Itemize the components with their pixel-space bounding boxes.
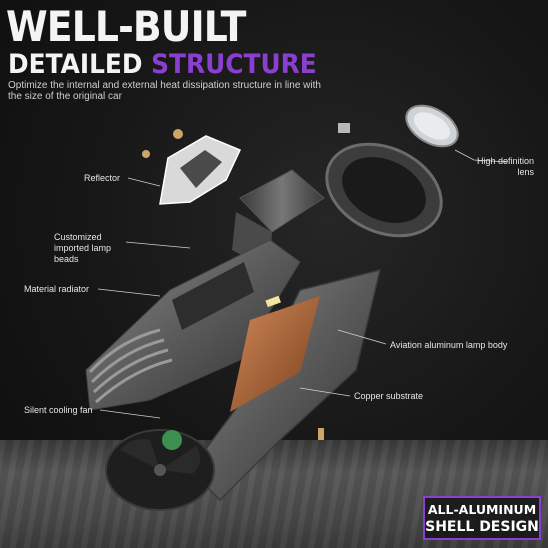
cooling-fan-part — [105, 429, 215, 511]
callout-lamp-beads: Customized imported lamp beads — [54, 232, 112, 264]
callout-reflector: Reflector — [84, 173, 121, 183]
callout-material-radiator: Material radiator — [24, 284, 90, 294]
heading-accent-word: STRUCTURE — [151, 49, 317, 80]
page-subtitle-heading: DETAILED STRUCTURE — [8, 50, 317, 80]
lens-part — [405, 104, 459, 148]
badge-line-1: ALL-ALUMINUM — [427, 502, 537, 517]
callout-aviation-body: Aviation aluminum lamp body — [390, 340, 508, 350]
leader-lines — [97, 149, 509, 419]
heading-white-word: DETAILED — [8, 49, 143, 80]
heatsink-part — [85, 239, 301, 411]
callout-copper-substrate: Copper substrate — [354, 391, 424, 401]
screw-part — [318, 428, 324, 440]
callout-high-definition-lens: High definition lens — [476, 156, 534, 177]
page-description: Optimize the internal and external heat … — [8, 80, 321, 102]
bayonet-ring-part — [325, 123, 443, 238]
reflector-part — [142, 129, 242, 205]
floor-surface — [0, 440, 548, 548]
shell-design-badge: ALL-ALUMINUM SHELL DESIGN — [423, 496, 541, 540]
page-title: WELL-BUILT — [6, 2, 246, 51]
callout-cooling-fan: Silent cooling fan — [24, 405, 93, 415]
lamp-body-part — [189, 268, 382, 502]
badge-line-2: SHELL DESIGN — [425, 519, 539, 535]
